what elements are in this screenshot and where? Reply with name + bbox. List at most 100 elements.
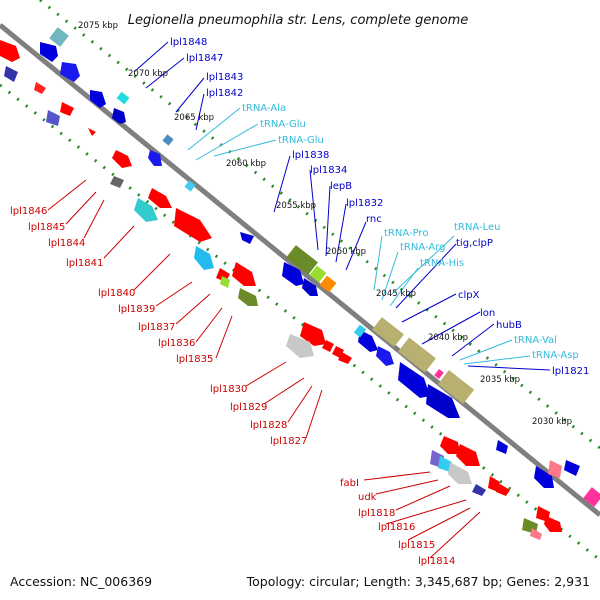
gene-label: lon bbox=[480, 308, 495, 319]
gene-label: lpl1832 bbox=[346, 198, 383, 209]
gene-arrow bbox=[548, 460, 562, 478]
reverse-callouts bbox=[47, 179, 481, 559]
trna-gene bbox=[353, 324, 367, 338]
gene-label: lpl1835 bbox=[176, 354, 213, 365]
gene-arrow bbox=[544, 516, 562, 532]
gene-label: fabI bbox=[340, 478, 359, 489]
gene-label: tRNA-Asp bbox=[532, 350, 579, 361]
trna-gene bbox=[162, 134, 174, 146]
gene-label: tRNA-His bbox=[420, 258, 464, 269]
gene-arrow bbox=[358, 330, 378, 352]
gene-label: lpl1845 bbox=[28, 222, 65, 233]
gene-label: lpl1847 bbox=[186, 53, 223, 64]
gene-label: lpl1843 bbox=[206, 72, 243, 83]
kbp-tick-label: 2040 kbp bbox=[428, 333, 468, 343]
gene-label: udk bbox=[358, 492, 377, 503]
kbp-tick-label: 2075 kbp bbox=[78, 21, 118, 31]
gene-arrow bbox=[4, 66, 18, 82]
gene-arrow bbox=[338, 352, 352, 364]
gene-label: lpl1815 bbox=[398, 540, 435, 551]
gene-arrow bbox=[40, 42, 58, 62]
olive-gene bbox=[286, 245, 318, 275]
kbp-tick-label: 2070 kbp bbox=[128, 69, 168, 79]
gene-label: lpl1829 bbox=[230, 402, 267, 413]
map-title: Legionella pneumophila str. Lens, comple… bbox=[128, 13, 469, 28]
kbp-ticks: 2075 kbp 2070 kbp 2065 kbp 2060 kbp 2055… bbox=[78, 21, 572, 427]
gene-arrow bbox=[110, 176, 124, 188]
gene-label: tRNA-Arg bbox=[400, 242, 445, 253]
pink-gene bbox=[434, 369, 444, 379]
gene-arrow bbox=[90, 90, 106, 108]
gene-arrow bbox=[112, 108, 126, 124]
gene-arrow bbox=[60, 62, 80, 82]
gene-arrow bbox=[0, 40, 20, 62]
gene-label: lpl1839 bbox=[118, 304, 155, 315]
reverse-strand-genes bbox=[0, 40, 562, 540]
khaki-gene bbox=[398, 337, 436, 373]
trna-gene bbox=[49, 27, 69, 47]
gene-arrow bbox=[496, 484, 510, 496]
gene-arrow bbox=[286, 334, 314, 358]
gene-label: lpl1834 bbox=[310, 165, 347, 176]
gene-label: tRNA-Leu bbox=[454, 222, 500, 233]
gene-arrow bbox=[60, 102, 74, 116]
gene-arrow bbox=[240, 232, 254, 244]
kbp-tick-label: 2045 kbp bbox=[376, 289, 416, 299]
forward-gene-labels: lpl1848 lpl1847 lpl1843 lpl1842 lpl1838 … bbox=[170, 37, 589, 377]
gene-arrow bbox=[174, 208, 212, 242]
magenta-gene bbox=[583, 487, 600, 507]
gene-arrow bbox=[88, 128, 96, 136]
gene-arrow bbox=[46, 110, 60, 126]
gene-label: lpl1840 bbox=[98, 288, 135, 299]
gene-arrow bbox=[34, 82, 46, 94]
gene-arrow bbox=[534, 466, 554, 488]
gene-arrow bbox=[448, 462, 472, 484]
orange-gene bbox=[319, 275, 337, 293]
gene-label: tRNA-Val bbox=[514, 335, 557, 346]
gene-label: hubB bbox=[496, 320, 522, 331]
gene-arrow bbox=[238, 288, 258, 306]
accession-text: Accession: NC_006369 bbox=[10, 574, 152, 589]
gene-arrow bbox=[148, 150, 162, 166]
gene-arrow bbox=[134, 198, 158, 222]
gene-arrow bbox=[376, 346, 394, 366]
trna-genes bbox=[49, 27, 600, 507]
trna-callouts bbox=[187, 107, 531, 365]
gene-label: lpl1848 bbox=[170, 37, 207, 48]
gene-arrow bbox=[194, 246, 214, 270]
trna-gene bbox=[116, 91, 130, 105]
kbp-tick-label: 2050 kbp bbox=[326, 247, 366, 257]
gene-label: lpl1828 bbox=[250, 420, 287, 431]
gene-label: rnc bbox=[366, 214, 382, 225]
gene-label: lpl1836 bbox=[158, 338, 195, 349]
topology-text: Topology: circular; Length: 3,345,687 bp… bbox=[246, 574, 590, 589]
gene-label: lpl1816 bbox=[378, 522, 415, 533]
gene-label: tRNA-Ala bbox=[242, 103, 286, 114]
khaki-gene bbox=[437, 370, 475, 404]
gene-arrow bbox=[488, 476, 500, 492]
kbp-tick-label: 2030 kbp bbox=[532, 417, 572, 427]
gene-label: tRNA-Pro bbox=[384, 228, 428, 239]
kbp-tick-label: 2035 kbp bbox=[480, 375, 520, 385]
gene-label: lpl1841 bbox=[66, 258, 103, 269]
forward-callouts bbox=[133, 41, 551, 371]
gene-label: lpl1837 bbox=[138, 322, 175, 333]
gene-label: lepB bbox=[330, 181, 352, 192]
gene-arrow bbox=[302, 278, 318, 296]
gene-label: lpl1844 bbox=[48, 238, 85, 249]
callout-lines bbox=[47, 41, 551, 559]
lime-gene bbox=[309, 265, 327, 283]
gene-arrow bbox=[440, 436, 460, 454]
forward-strand-genes bbox=[40, 42, 580, 488]
reverse-gene-labels: lpl1846 lpl1845 lpl1844 lpl1841 lpl1840 … bbox=[10, 206, 455, 567]
gene-arrow bbox=[220, 276, 230, 288]
gene-arrow bbox=[282, 262, 304, 286]
gene-arrow bbox=[148, 188, 172, 208]
gene-arrow bbox=[496, 440, 508, 454]
gene-label: tig,clpP bbox=[456, 238, 493, 249]
trna-gene bbox=[184, 180, 196, 192]
kbp-tick-label: 2055 kbp bbox=[276, 201, 316, 211]
gene-label: lpl1818 bbox=[358, 508, 395, 519]
